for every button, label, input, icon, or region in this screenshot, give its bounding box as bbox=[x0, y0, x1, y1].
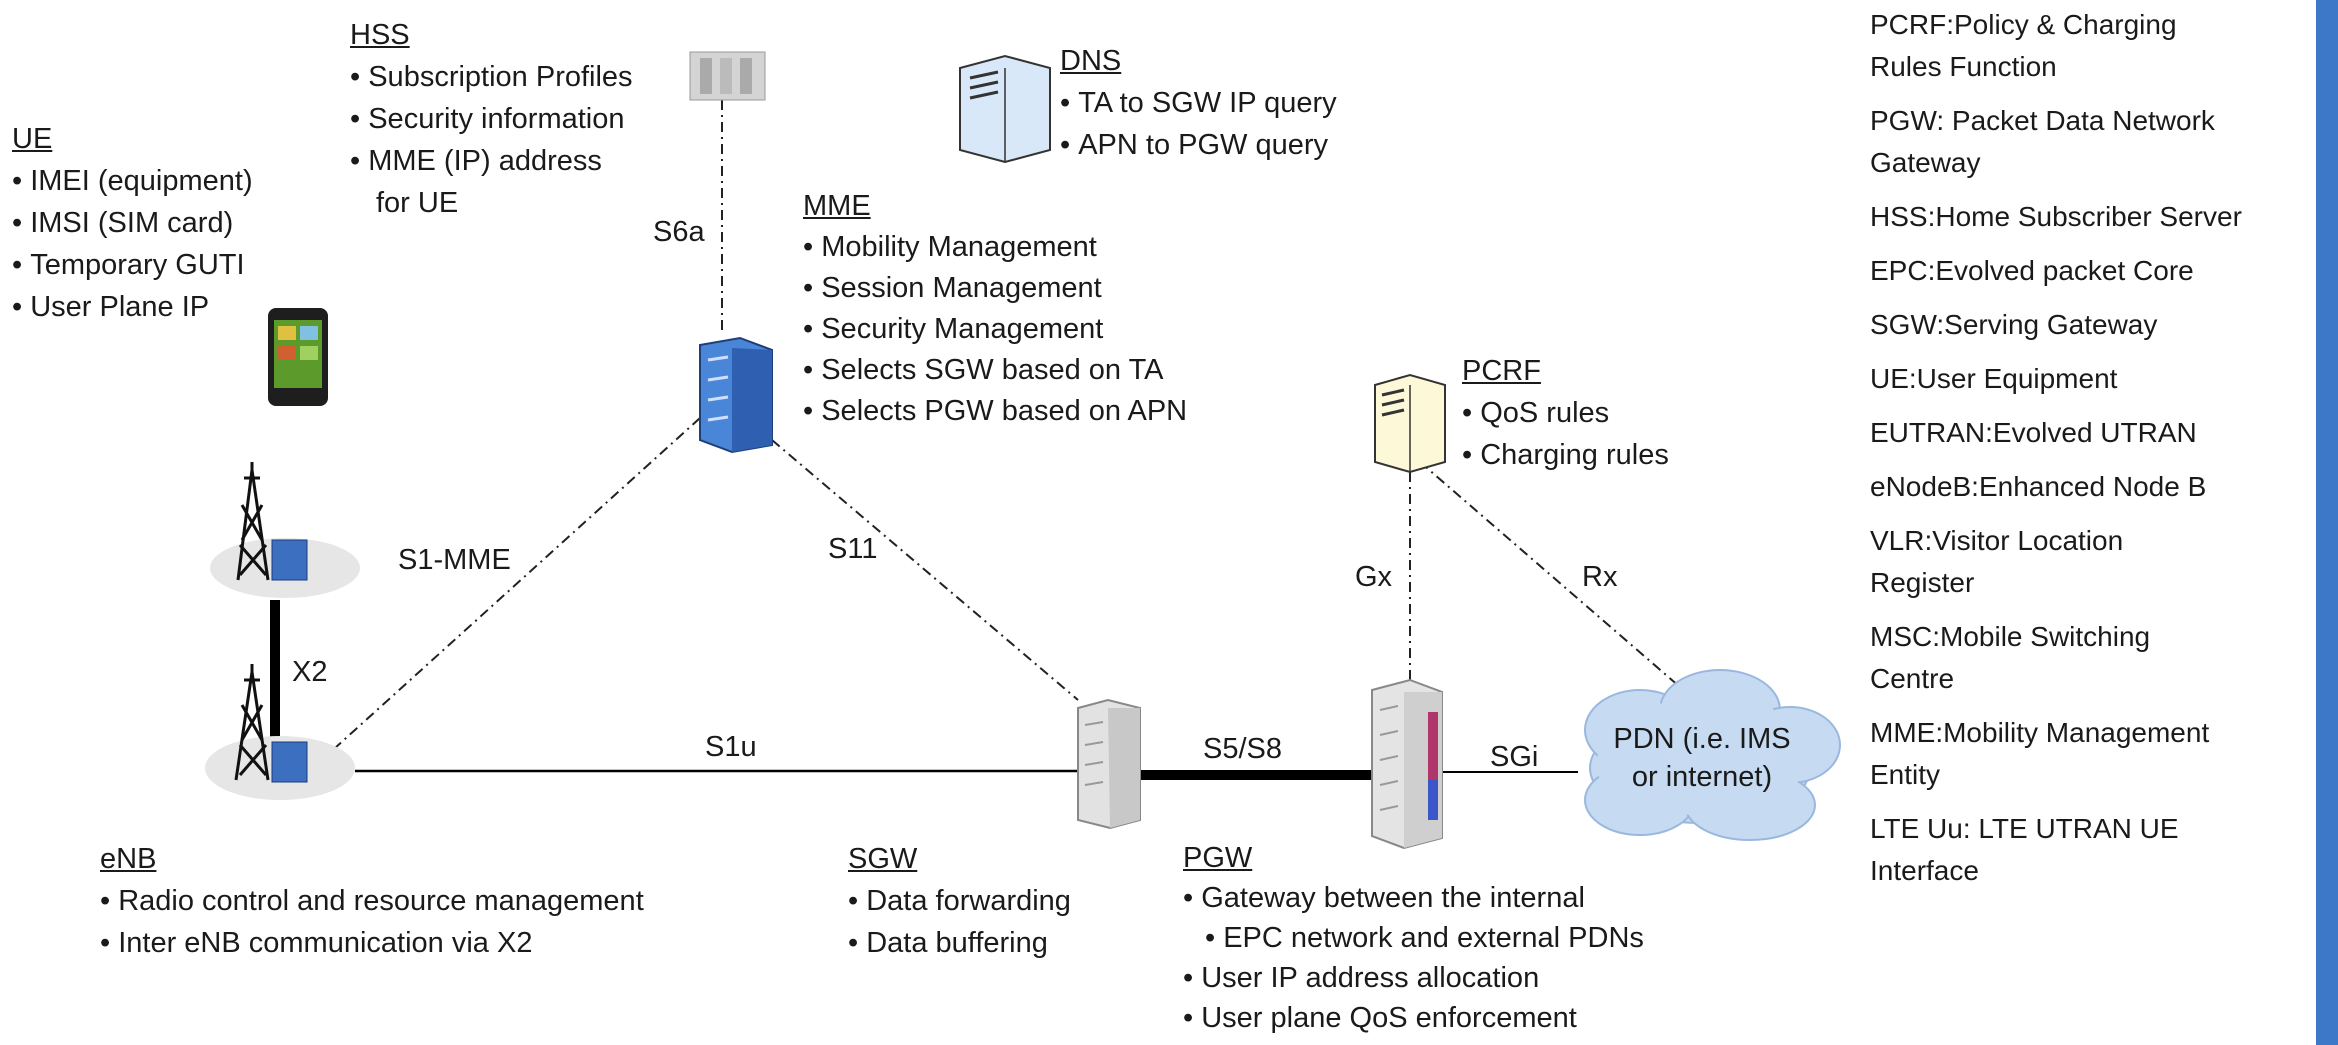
glossary-line: UE:User Equipment bbox=[1870, 363, 2118, 394]
sgw-block: SGW Data forwarding Data buffering bbox=[848, 838, 1071, 964]
ue-title: UE bbox=[12, 123, 53, 155]
glossary-line: PGW: Packet Data Network bbox=[1870, 105, 2215, 136]
pcrf-item: Charging rules bbox=[1462, 434, 1669, 476]
ue-item: IMSI (SIM card) bbox=[12, 202, 253, 244]
s1mme-label: S1-MME bbox=[398, 544, 511, 576]
pgw-item-cont: EPC network and external PDNs bbox=[1183, 918, 1644, 958]
s5s8-label: S5/S8 bbox=[1203, 733, 1282, 765]
glossary-line: EPC:Evolved packet Core bbox=[1870, 255, 2194, 286]
glossary-entry: UE:User Equipment bbox=[1870, 358, 2310, 400]
glossary-line: Register bbox=[1870, 567, 1975, 598]
ue-item: Temporary GUTI bbox=[12, 244, 253, 286]
mme-title: MME bbox=[803, 190, 871, 222]
hss-item: Subscription Profiles bbox=[350, 56, 632, 98]
mme-item: Security Management bbox=[803, 309, 1187, 350]
s1mme-link bbox=[334, 417, 701, 749]
pgw-block: PGW Gateway between the internal EPC net… bbox=[1183, 838, 1644, 1038]
hss-title: HSS bbox=[350, 19, 410, 51]
rx-link bbox=[1419, 461, 1696, 701]
glossary-line: SGW:Serving Gateway bbox=[1870, 309, 2158, 340]
glossary-line: EUTRAN:Evolved UTRAN bbox=[1870, 417, 2197, 448]
smartphone-icon bbox=[268, 308, 328, 406]
glossary-line: MSC:Mobile Switching bbox=[1870, 621, 2151, 652]
s6a-label: S6a bbox=[653, 216, 705, 248]
glossary-line: LTE Uu: LTE UTRAN UE bbox=[1870, 813, 2179, 844]
sgw-title: SGW bbox=[848, 843, 918, 875]
hss-block: HSS Subscription Profiles Security infor… bbox=[350, 14, 633, 224]
ue-item: User Plane IP bbox=[12, 286, 253, 328]
mme-item: Session Management bbox=[803, 268, 1187, 309]
s11-label: S11 bbox=[828, 533, 878, 565]
dns-title: DNS bbox=[1060, 45, 1122, 77]
glossary-line: Interface bbox=[1870, 855, 1979, 886]
enb-item: Radio control and resource management bbox=[100, 880, 644, 922]
dns-server-icon bbox=[959, 54, 1051, 164]
glossary-entry: eNodeB:Enhanced Node B bbox=[1870, 466, 2310, 508]
pcrf-title: PCRF bbox=[1462, 355, 1541, 387]
glossary-line: VLR:Visitor Location bbox=[1870, 525, 2124, 556]
pcrf-item: QoS rules bbox=[1462, 392, 1669, 434]
enb-tower-icon bbox=[234, 664, 308, 783]
mme-block: MME Mobility Management Session Manageme… bbox=[803, 186, 1187, 432]
glossary-line: HSS:Home Subscriber Server bbox=[1870, 201, 2242, 232]
mme-item: Mobility Management bbox=[803, 227, 1187, 268]
pgw-item: Gateway between the internal bbox=[1183, 878, 1644, 918]
glossary-entry: SGW:Serving Gateway bbox=[1870, 304, 2310, 346]
sgw-server-icon bbox=[1077, 698, 1141, 830]
ue-item: IMEI (equipment) bbox=[12, 160, 252, 202]
side-accent-bar bbox=[2316, 0, 2338, 1045]
dns-item: TA to SGW IP query bbox=[1060, 82, 1336, 124]
glossary-line: MME:Mobility Management bbox=[1870, 717, 2210, 748]
glossary-line: Rules Function bbox=[1870, 51, 2057, 82]
dns-item: APN to PGW query bbox=[1060, 124, 1337, 166]
enb-title: eNB bbox=[100, 843, 157, 875]
s1u-label: S1u bbox=[705, 731, 757, 763]
glossary-entry: LTE Uu: LTE UTRAN UE Interface bbox=[1870, 808, 2310, 892]
mme-item: Selects PGW based on APN bbox=[803, 391, 1187, 432]
enb-tower-icon bbox=[236, 462, 308, 581]
sgw-item: Data buffering bbox=[848, 922, 1071, 964]
glossary-line: eNodeB:Enhanced Node B bbox=[1870, 471, 2207, 502]
s11-link bbox=[771, 439, 1079, 701]
pgw-item: User plane QoS enforcement bbox=[1183, 998, 1644, 1038]
mme-item: Selects SGW based on TA bbox=[803, 350, 1187, 391]
hss-item-cont: for UE bbox=[376, 187, 459, 219]
dns-block: DNS TA to SGW IP query APN to PGW query bbox=[1060, 40, 1337, 166]
x2-label: X2 bbox=[292, 656, 328, 688]
pdn-label-line: PDN (i.e. IMS bbox=[1613, 723, 1791, 755]
mme-server-icon bbox=[699, 336, 773, 454]
pdn-label: PDN (i.e. IMS or internet) bbox=[1602, 720, 1802, 796]
enb-block: eNB Radio control and resource managemen… bbox=[100, 838, 644, 964]
pcrf-server-icon bbox=[1374, 373, 1446, 474]
glossary-line: PCRF:Policy & Charging bbox=[1870, 9, 2177, 40]
hss-item: MME (IP) address bbox=[350, 140, 633, 182]
rx-label: Rx bbox=[1582, 561, 1618, 593]
hss-item: Security information bbox=[350, 98, 633, 140]
glossary-line: Gateway bbox=[1870, 147, 1981, 178]
pdn-label-line: or internet) bbox=[1631, 761, 1773, 793]
sgw-item: Data forwarding bbox=[848, 880, 1071, 922]
glossary-entry: EUTRAN:Evolved UTRAN bbox=[1870, 412, 2310, 454]
glossary-entry: HSS:Home Subscriber Server bbox=[1870, 196, 2310, 238]
glossary-line: Entity bbox=[1870, 759, 1941, 790]
enb-item: Inter eNB communication via X2 bbox=[100, 922, 644, 964]
glossary-line: Centre bbox=[1870, 663, 1955, 694]
pcrf-block: PCRF QoS rules Charging rules bbox=[1462, 350, 1669, 476]
gx-label: Gx bbox=[1355, 561, 1393, 593]
pgw-server-icon bbox=[1371, 678, 1443, 850]
pgw-item: User IP address allocation bbox=[1183, 958, 1644, 998]
sgi-label: SGi bbox=[1490, 741, 1539, 773]
ue-block: UE IMEI (equipment) IMSI (SIM card) Temp… bbox=[12, 118, 253, 328]
pgw-title: PGW bbox=[1183, 842, 1253, 874]
hss-server-icon bbox=[689, 51, 766, 101]
glossary-entry: EPC:Evolved packet Core bbox=[1870, 250, 2310, 292]
